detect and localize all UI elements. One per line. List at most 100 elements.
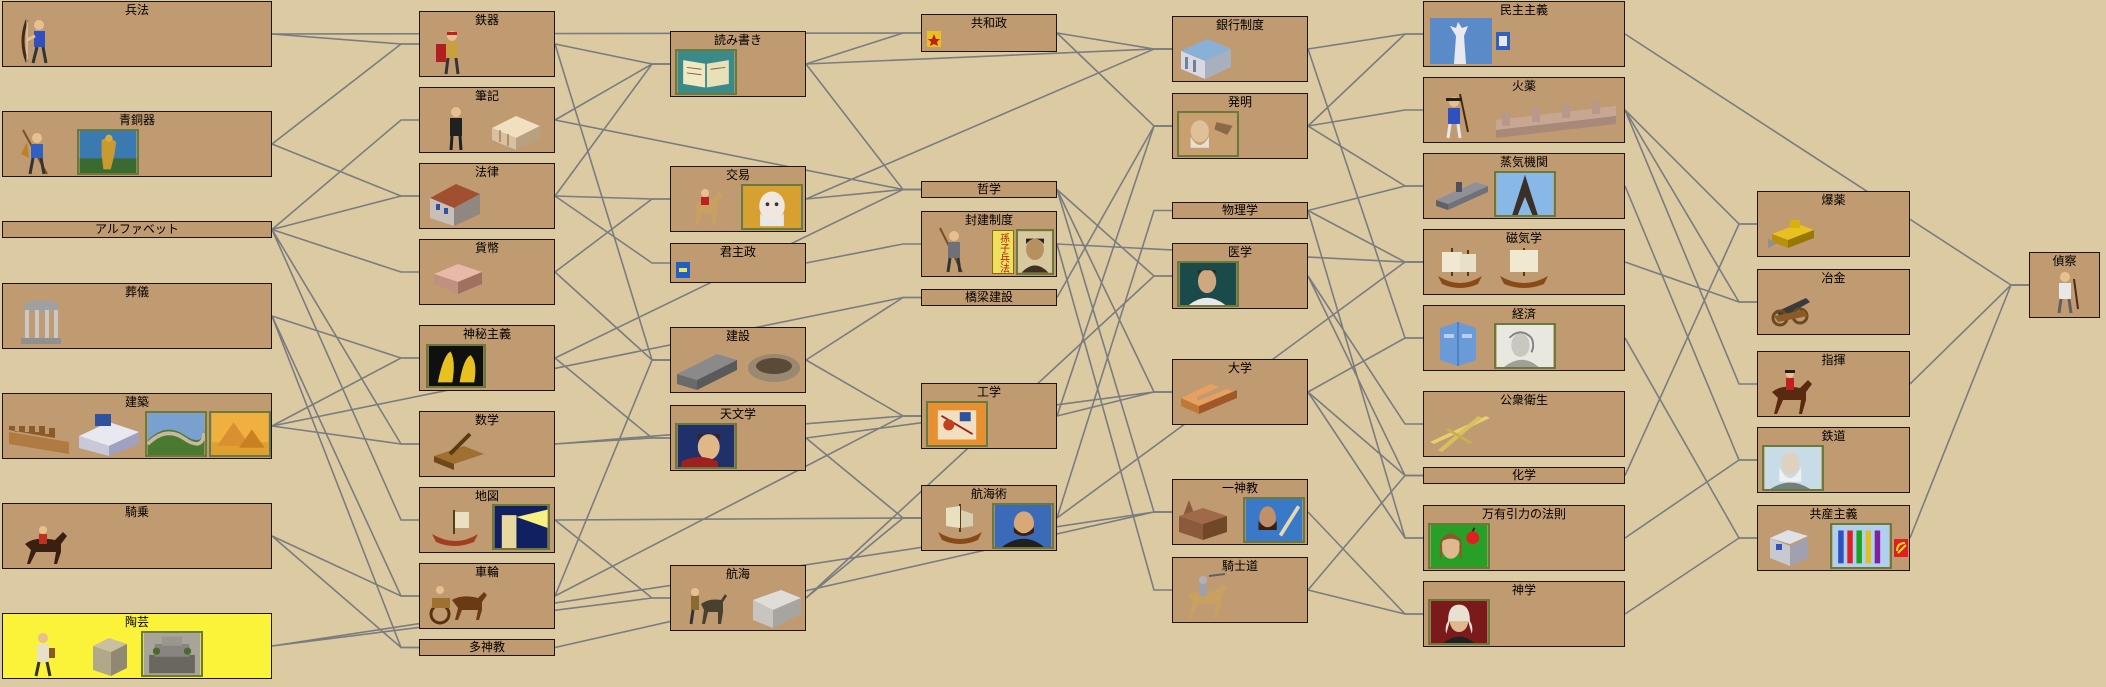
prerequisite-line <box>271 315 419 597</box>
legion-icon <box>436 31 460 75</box>
tech-butsuri[interactable]: 物理学 <box>1172 202 1308 219</box>
tech-suugaku[interactable]: 数学 <box>419 411 555 477</box>
tech-label: 神秘主義 <box>462 327 511 341</box>
tech-houritsu[interactable]: 法律 <box>419 163 555 229</box>
prerequisite-line <box>1056 188 1172 277</box>
prerequisite-line <box>271 32 921 35</box>
tech-chizu[interactable]: 地図 <box>419 487 555 553</box>
tech-yakin[interactable]: 冶金 <box>1757 269 1910 335</box>
fortress-icon <box>1496 100 1616 138</box>
courthouse-icon <box>430 184 480 226</box>
tech-kyouryou[interactable]: 橋梁建設 <box>921 289 1057 306</box>
tech-label: 青銅器 <box>118 113 155 127</box>
tech-tenmon[interactable]: 天文学 <box>670 405 806 471</box>
prerequisite-line <box>1624 109 1757 385</box>
tech-tougei[interactable]: 陶芸 <box>2 613 272 679</box>
tech-seidouki[interactable]: 青銅器 <box>2 111 272 177</box>
tech-kyousan[interactable]: 共産主義 <box>1757 505 1910 571</box>
prerequisite-line <box>1307 33 1423 50</box>
tech-igaku[interactable]: 医学 <box>1172 243 1308 309</box>
tech-banyuu[interactable]: 万有引力の法則 <box>1423 505 1625 571</box>
wall-icon <box>9 426 69 454</box>
democracy-government-icon <box>1496 32 1510 50</box>
archer-icon <box>21 19 48 64</box>
prerequisite-line <box>271 357 419 427</box>
tech-label: 地図 <box>474 489 499 503</box>
tech-kunshu[interactable]: 君主政 <box>670 243 806 283</box>
tech-isshin[interactable]: 一神教 <box>1172 479 1308 545</box>
tech-keizai[interactable]: 経済 <box>1423 305 1625 371</box>
tech-tashin[interactable]: 多神教 <box>419 639 555 656</box>
tech-label: 騎乗 <box>124 505 149 519</box>
tech-heihou[interactable]: 兵法 <box>2 1 272 67</box>
tech-jouki[interactable]: 蒸気機関 <box>1423 153 1625 219</box>
tech-kougaku[interactable]: 工学 <box>921 383 1057 449</box>
tech-alphabet[interactable]: アルファベット <box>2 221 272 238</box>
tech-jiki[interactable]: 磁気学 <box>1423 229 1625 295</box>
prerequisite-line <box>805 48 1172 200</box>
tech-kayaku[interactable]: 火薬 <box>1423 77 1625 143</box>
prerequisite-line <box>1624 337 1757 539</box>
prerequisite-line <box>271 535 419 597</box>
tech-houken[interactable]: 封建制度 孫子兵法 <box>921 211 1057 277</box>
dragoon-icon <box>1772 370 1812 414</box>
tech-koukaijutsu[interactable]: 航海術 <box>921 485 1057 551</box>
prerequisite-line <box>1307 474 1423 591</box>
tech-sharin[interactable]: 車輪 <box>419 563 555 629</box>
tech-label: 共和政 <box>970 16 1007 30</box>
tech-label: 爆薬 <box>1821 193 1846 207</box>
newton-icon <box>1428 523 1490 569</box>
tech-shinpi[interactable]: 神秘主義 <box>419 325 555 391</box>
prerequisite-line <box>1056 391 1172 417</box>
prerequisite-line <box>1056 209 1172 519</box>
tech-label: 蒸気機関 <box>1499 155 1548 169</box>
tech-ginkou[interactable]: 銀行制度 <box>1172 16 1308 82</box>
prerequisite-line <box>554 195 670 264</box>
prerequisite-line <box>1056 243 1172 591</box>
tech-tetsugaku[interactable]: 哲学 <box>921 181 1057 198</box>
tech-kensetsu[interactable]: 建設 <box>670 327 806 393</box>
tech-kijou[interactable]: 騎乗 <box>2 503 272 569</box>
tech-daigaku[interactable]: 大学 <box>1172 359 1308 425</box>
prerequisite-line <box>271 425 419 445</box>
tech-teisatsu[interactable]: 偵察 <box>2029 252 2100 318</box>
tech-kahei[interactable]: 貨幣 <box>419 239 555 305</box>
tech-kagaku[interactable]: 化学 <box>1423 467 1625 484</box>
prerequisite-line <box>271 535 419 649</box>
prerequisite-line <box>1909 284 2029 385</box>
tech-label: 交易 <box>725 168 750 182</box>
tech-label: 大学 <box>1227 361 1252 375</box>
monarchy-government-icon <box>676 262 690 278</box>
tech-koukai[interactable]: 航海 <box>670 565 806 631</box>
marketplace-icon <box>434 264 482 294</box>
tech-label: 磁気学 <box>1505 231 1542 245</box>
tech-kishi[interactable]: 騎士道 <box>1172 557 1308 623</box>
prerequisite-line <box>554 63 670 197</box>
prerequisite-line <box>271 119 419 231</box>
tech-hatsumei[interactable]: 発明 <box>1172 93 1308 159</box>
tech-maisou[interactable]: 葬儀 <box>2 283 272 349</box>
pikeman-icon <box>939 227 963 273</box>
tech-yomikaki[interactable]: 読み書き <box>670 31 806 97</box>
tech-kenchiku[interactable]: 建築 <box>2 393 272 459</box>
tech-shiki[interactable]: 指揮 <box>1757 351 1910 417</box>
tech-shingaku[interactable]: 神学 <box>1423 581 1625 647</box>
tech-tekki[interactable]: 鉄器 <box>419 11 555 77</box>
prerequisite-line <box>271 43 419 145</box>
tech-bakuyaku[interactable]: 爆薬 <box>1757 191 1910 257</box>
tech-minshu[interactable]: 民主主義 <box>1423 1 1625 67</box>
tech-label: 航海 <box>725 567 750 581</box>
tech-hikki[interactable]: 筆記 <box>419 87 555 153</box>
prerequisite-line <box>1624 223 1757 476</box>
alpine-troops-icon <box>2057 272 2079 314</box>
tech-label: 葬儀 <box>124 285 149 299</box>
tech-label: 一神教 <box>1221 481 1258 495</box>
knight-icon <box>1187 573 1227 618</box>
tech-label: 航海術 <box>970 487 1007 501</box>
tech-label: 陶芸 <box>124 615 149 629</box>
prerequisite-line <box>554 519 670 599</box>
tech-koushu[interactable]: 公衆衛生 <box>1423 391 1625 457</box>
tech-kyouwa[interactable]: 共和政 <box>921 14 1057 52</box>
tech-tetsudou[interactable]: 鉄道 <box>1757 427 1910 493</box>
tech-boueki[interactable]: 交易 <box>670 166 806 232</box>
